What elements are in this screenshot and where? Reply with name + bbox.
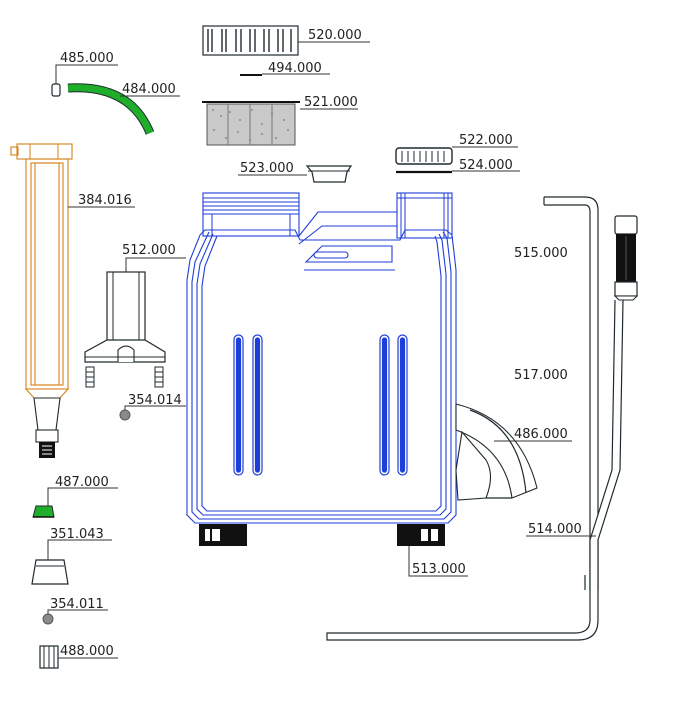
label-517: 517.000 (514, 368, 568, 383)
label-523: 523.000 (240, 161, 294, 176)
part-521-filter-screen (202, 101, 300, 146)
label-524: 524.000 (459, 158, 513, 173)
part-354-014-ball (119, 409, 131, 421)
part-487-green-cap (32, 505, 55, 518)
label-486: 486.000 (514, 427, 568, 442)
label-484: 484.000 (122, 82, 176, 97)
label-354-014: 354.014 (128, 393, 182, 408)
label-354-011: 354.011 (50, 597, 104, 612)
part-486-strap-bracket (455, 403, 538, 501)
part-514-wand (326, 299, 624, 641)
part-517-handle (613, 215, 639, 301)
label-522: 522.000 (459, 133, 513, 148)
label-488: 488.000 (60, 644, 114, 659)
part-522-tank-lid (395, 147, 453, 165)
part-520-strainer-basket (202, 25, 299, 56)
part-354-011-ball (42, 613, 54, 625)
label-351: 351.043 (50, 527, 104, 542)
part-512-pump-base (84, 271, 166, 388)
part-488-nut (39, 645, 59, 669)
label-384: 384.016 (78, 193, 132, 208)
part-tank-body (186, 192, 457, 524)
part-484-hose (67, 83, 155, 135)
label-494: 494.000 (268, 61, 322, 76)
label-515: 515.000 (514, 246, 568, 261)
part-513-tank-feet (199, 524, 445, 546)
label-485: 485.000 (60, 51, 114, 66)
label-512: 512.000 (122, 243, 176, 258)
label-520: 520.000 (308, 28, 362, 43)
label-487: 487.000 (55, 475, 109, 490)
part-523-small-cap (305, 165, 353, 183)
label-513: 513.000 (412, 562, 466, 577)
label-521: 521.000 (304, 95, 358, 110)
label-514: 514.000 (528, 522, 582, 537)
part-515-lance-tube (543, 196, 599, 591)
part-384-pump-cylinder (10, 143, 73, 458)
part-351-valve-body (31, 559, 69, 585)
part-485-plug (51, 70, 61, 97)
